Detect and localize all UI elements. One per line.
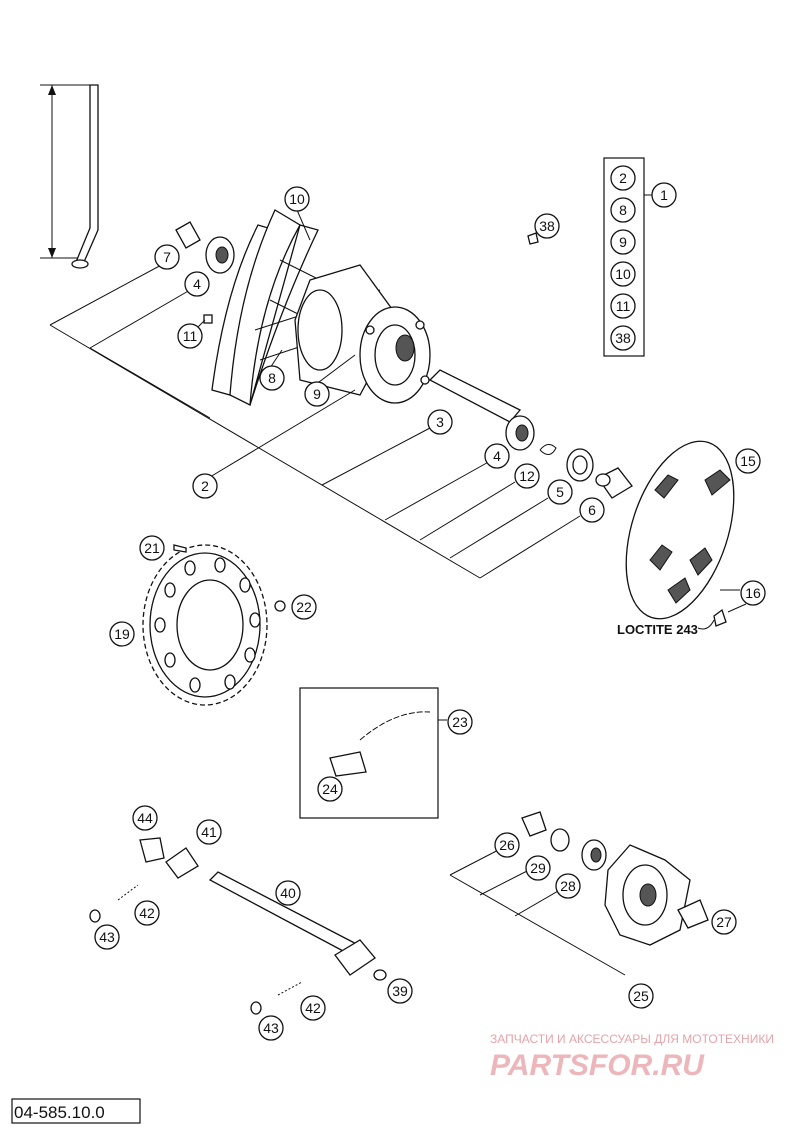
svg-text:6: 6 <box>588 502 596 518</box>
callout-40: 40 <box>275 880 301 906</box>
svg-text:16: 16 <box>745 585 761 601</box>
svg-text:15: 15 <box>740 453 756 469</box>
kit-item-10: 10 <box>610 261 636 287</box>
svg-text:39: 39 <box>392 983 408 999</box>
callout-42b: 42 <box>300 995 326 1021</box>
svg-text:3: 3 <box>436 414 444 430</box>
svg-text:22: 22 <box>296 599 312 615</box>
callout-3: 3 <box>427 409 453 435</box>
callout-21: 21 <box>139 535 165 561</box>
callout-43b: 43 <box>258 1015 284 1041</box>
callout-10: 10 <box>284 186 310 212</box>
callout-42a: 42 <box>134 900 160 926</box>
svg-text:4: 4 <box>193 276 201 292</box>
svg-text:8: 8 <box>268 370 276 386</box>
kit-item-11: 11 <box>610 293 636 319</box>
svg-text:38: 38 <box>615 330 631 346</box>
svg-text:24: 24 <box>322 781 338 797</box>
callout-22: 22 <box>291 594 317 620</box>
svg-text:12: 12 <box>519 468 535 484</box>
callout-44: 44 <box>132 805 158 831</box>
callout-23: 23 <box>447 709 473 735</box>
svg-text:21: 21 <box>144 540 160 556</box>
watermark-tagline: ЗАПЧАСТИ И АКСЕССУАРЫ ДЛЯ МОТОТЕХНИКИ <box>490 1032 774 1046</box>
callout-27: 27 <box>711 909 737 935</box>
svg-text:25: 25 <box>633 988 649 1004</box>
svg-text:42: 42 <box>139 905 155 921</box>
docnum-frame <box>11 1098 141 1124</box>
kit-item-9: 9 <box>610 229 636 255</box>
svg-text:38: 38 <box>539 218 555 234</box>
svg-text:41: 41 <box>201 824 217 840</box>
svg-text:8: 8 <box>619 202 627 218</box>
leader-lines <box>49 209 740 976</box>
svg-text:1: 1 <box>660 187 668 203</box>
left-bearing-parts <box>175 221 539 324</box>
callout-41: 41 <box>196 819 222 845</box>
axle-adjuster-drawing <box>89 837 387 1015</box>
svg-text:44: 44 <box>137 810 153 826</box>
callout-26: 26 <box>494 832 520 858</box>
svg-text:10: 10 <box>289 191 305 207</box>
kit-item-2: 2 <box>610 165 636 191</box>
callout-11: 11 <box>177 323 203 349</box>
callout-24: 24 <box>317 776 343 802</box>
svg-text:27: 27 <box>716 914 732 930</box>
callout-4a: 4 <box>184 271 210 297</box>
brake-disc-drawing <box>625 440 747 627</box>
callout-9: 9 <box>304 381 330 407</box>
callout-8: 8 <box>259 365 285 391</box>
callout-43a: 43 <box>94 924 120 950</box>
svg-text:10: 10 <box>615 266 631 282</box>
svg-text:29: 29 <box>530 860 546 876</box>
callout-12: 12 <box>514 463 540 489</box>
callout-16: 16 <box>740 580 766 606</box>
callout-5: 5 <box>547 479 573 505</box>
svg-text:42: 42 <box>305 1000 321 1016</box>
svg-text:2: 2 <box>619 170 627 186</box>
spoke-drawing <box>40 84 99 269</box>
svg-text:28: 28 <box>560 878 576 894</box>
callouts: 1 2 3 4 4 5 6 7 8 9 10 11 12 15 16 19 21… <box>94 182 766 1041</box>
callout-2: 2 <box>192 473 218 499</box>
kit-bracket <box>603 157 652 357</box>
svg-text:43: 43 <box>99 929 115 945</box>
callout-29: 29 <box>525 855 551 881</box>
callout-39: 39 <box>387 978 413 1004</box>
chain-box <box>299 687 447 819</box>
svg-text:9: 9 <box>619 234 627 250</box>
kit-item-8: 8 <box>610 197 636 223</box>
svg-text:5: 5 <box>556 484 564 500</box>
svg-text:23: 23 <box>452 714 468 730</box>
axle-spacer-parts <box>428 369 633 499</box>
svg-text:43: 43 <box>263 1020 279 1036</box>
callout-28: 28 <box>555 873 581 899</box>
kit-list: 2 8 9 10 11 38 <box>610 165 636 351</box>
svg-text:11: 11 <box>616 298 631 314</box>
document-number: 04-585.10.0 <box>14 1103 105 1122</box>
callout-19: 19 <box>109 621 135 647</box>
svg-text:4: 4 <box>493 448 501 464</box>
svg-text:2: 2 <box>201 478 209 494</box>
svg-text:19: 19 <box>114 626 130 642</box>
callout-4b: 4 <box>484 443 510 469</box>
loctite-label: LOCTITE 243 <box>617 622 698 637</box>
watermark-logo: PARTSFOR.RU <box>490 1049 705 1082</box>
callout-1: 1 <box>651 182 677 208</box>
svg-text:11: 11 <box>183 328 198 344</box>
svg-text:40: 40 <box>280 885 296 901</box>
sprocket-carrier-drawing <box>521 811 709 946</box>
callout-38a: 38 <box>534 213 560 239</box>
svg-text:7: 7 <box>163 249 171 265</box>
kit-item-38: 38 <box>610 325 636 351</box>
callout-6: 6 <box>579 497 605 523</box>
svg-text:26: 26 <box>499 837 515 853</box>
sprocket-drawing <box>142 544 286 706</box>
callout-15: 15 <box>735 448 761 474</box>
hub-drawing <box>294 264 431 404</box>
callout-7: 7 <box>154 244 180 270</box>
callout-25: 25 <box>628 983 654 1009</box>
svg-text:9: 9 <box>313 386 321 402</box>
